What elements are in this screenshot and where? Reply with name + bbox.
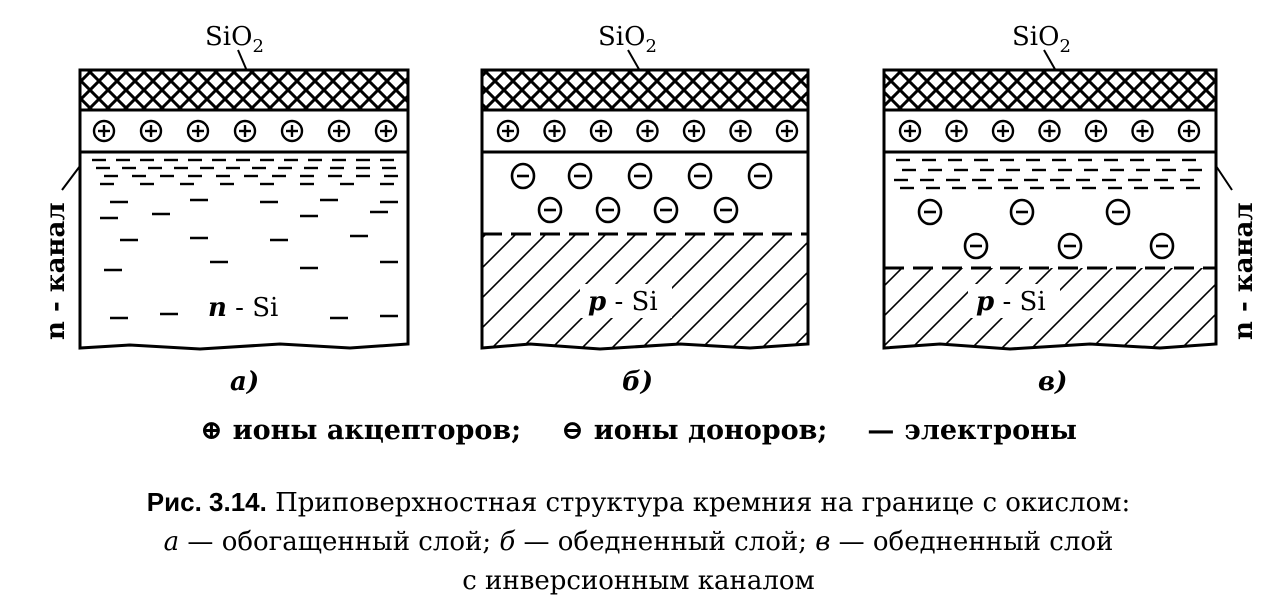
panel-a-channel-leader [61, 165, 81, 191]
acceptor-ion [1038, 119, 1061, 143]
figure: SiO2 n - Si n - канал а) SiO2 p - Si б) … [41, 22, 1259, 397]
panel-a-oxide-layer [78, 68, 410, 112]
panel-c-oxide-leader [1043, 49, 1057, 72]
acceptor-ion [1177, 119, 1201, 143]
acceptor-ion [374, 119, 398, 143]
panel-c-oxide-label: SiO2 [1012, 22, 1071, 57]
legend-electrons: электроны [904, 415, 1077, 446]
caption-line-1: Рис. 3.14. Приповерхностная структура кр… [0, 483, 1277, 523]
panel-b-oxide-label: SiO2 [598, 22, 657, 57]
panel-c-acceptor-ions [898, 119, 1201, 143]
panel-b-acceptor-ions [496, 119, 799, 143]
donor-ion [687, 162, 713, 190]
acceptor-ion [775, 119, 799, 143]
acceptor-ion [682, 119, 706, 143]
legend-acceptors: ионы акцепторов; [232, 415, 522, 446]
acceptor-ion [898, 119, 922, 143]
legend: ⊕ ионы акцепторов; ⊖ ионы доноров; — электрон… [0, 415, 1277, 446]
panel-b-letter: б) [622, 367, 653, 397]
acceptor-ion [280, 119, 304, 143]
acceptor-ion [1084, 119, 1108, 143]
donor-ion [1149, 232, 1175, 260]
panel-a-oxide-leader [237, 49, 248, 72]
donor-ion [1105, 198, 1131, 226]
acceptor-ion [233, 119, 257, 143]
caption-b-letter: б [499, 527, 516, 557]
donor-ion [567, 162, 593, 190]
panel-b-silicon [480, 108, 810, 351]
panel-a-channel-label: n - канал [41, 202, 71, 340]
donor-ion [917, 198, 943, 226]
panel-b-oxide-leader [627, 49, 641, 72]
panel-c-donor-ions [917, 198, 1175, 260]
donor-ion [510, 162, 536, 190]
donor-ion [1009, 198, 1035, 226]
caption-line-3: с инверсионным каналом [462, 566, 815, 596]
caption-b-text: — обедненный слой; [515, 527, 816, 557]
acceptor-ion [92, 119, 116, 143]
panel-c-channel-leader [1215, 165, 1233, 191]
acceptor-ion [945, 119, 968, 143]
donor-ion [963, 232, 989, 260]
acceptor-ion [589, 119, 613, 143]
caption-a-letter: а [163, 527, 180, 557]
panel-b-donor-ions [510, 162, 773, 224]
donor-ion [653, 196, 679, 224]
caption-c-letter: в [815, 527, 831, 557]
donor-ion-symbol: ⊖ [561, 415, 584, 446]
donor-ion [1057, 232, 1083, 260]
panel-c-oxide-layer [882, 68, 1218, 112]
donor-ion [627, 162, 653, 190]
donor-ion [747, 162, 773, 190]
panel-b-label-bg [580, 284, 672, 318]
acceptor-ion [496, 119, 520, 143]
panel-a-electrons [92, 158, 398, 320]
panel-a-silicon [78, 108, 410, 351]
donor-ion [537, 196, 563, 224]
panel-a-acceptor-ions [92, 119, 398, 143]
acceptor-ion [1131, 119, 1154, 143]
panel-c-label-bg [968, 284, 1060, 318]
panel-c-electrons [894, 158, 1202, 190]
acceptor-ion [543, 119, 566, 143]
panel-a-letter: а) [230, 367, 259, 397]
panel-c-bulk-label: p - Si [976, 287, 1046, 317]
acceptor-ion-symbol: ⊕ [199, 415, 223, 446]
panel-a-bulk-label: n - Si [208, 293, 278, 323]
electron-symbol: — [867, 415, 895, 446]
acceptor-ion [729, 119, 752, 143]
panel-a-oxide-label: SiO2 [205, 22, 264, 57]
acceptor-ion [991, 119, 1015, 143]
acceptor-ion [186, 119, 210, 143]
panel-c-channel-label: n - канал [1229, 202, 1259, 340]
panel-c-silicon [882, 108, 1218, 351]
acceptor-ion [327, 119, 351, 143]
figure-caption: Рис. 3.14. Приповерхностная структура кр… [0, 483, 1277, 601]
panel-b-bulk-label: p - Si [588, 287, 658, 317]
panel-c-letter: в) [1038, 367, 1067, 397]
acceptor-ion [636, 119, 659, 143]
panel-a: SiO2 n - Si n - канал а) [41, 22, 410, 397]
donor-ion [595, 196, 621, 224]
donor-ion [713, 196, 739, 224]
acceptor-ion [139, 119, 163, 143]
caption-figure-number: Рис. 3.14. [146, 487, 267, 517]
panel-b-oxide-layer [480, 68, 810, 112]
caption-line-2: а — обогащенный слой; б — обедненный сло… [0, 523, 1277, 562]
legend-donors: ионы доноров; [593, 415, 828, 446]
caption-a-text: — обогащенный слой; [179, 527, 500, 557]
caption-title: Приповерхностная структура кремния на гр… [266, 488, 1131, 518]
caption-c-text: — обедненный слой [830, 527, 1114, 557]
panel-c: SiO2 p - Si n - канал в) [882, 22, 1259, 397]
panel-b: SiO2 p - Si б) [480, 22, 810, 397]
